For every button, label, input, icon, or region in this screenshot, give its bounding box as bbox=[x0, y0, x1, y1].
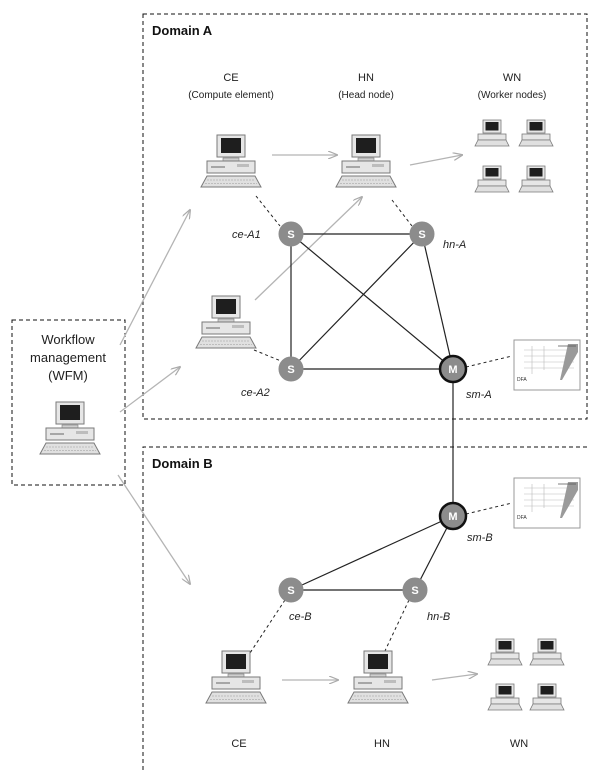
worker-a-1-computer-icon bbox=[474, 119, 510, 147]
link-ce-b-pc bbox=[249, 599, 286, 654]
node-ce-a1-label: ce-A1 bbox=[232, 229, 261, 241]
worker-b-1-computer-icon bbox=[487, 638, 523, 666]
edge-hn-a-ce-a2 bbox=[290, 233, 423, 370]
node-ce-a1 bbox=[278, 221, 304, 247]
hn-b-computer-icon bbox=[347, 650, 409, 704]
node-hn-b-symbol: S bbox=[411, 585, 418, 597]
ce-label-b: CE bbox=[231, 738, 246, 750]
link-ce-a1-pc bbox=[255, 195, 281, 227]
hn-label-b: HN bbox=[374, 738, 390, 750]
ce-sub-label-a: (Compute element) bbox=[188, 90, 274, 101]
node-sm-a bbox=[438, 354, 468, 384]
arrow-hn-to-wn-b bbox=[431, 674, 477, 681]
ce-a1-computer-icon bbox=[200, 134, 262, 188]
node-sm-b-label: sm-B bbox=[467, 532, 493, 544]
wn-label-a: WN bbox=[503, 72, 521, 84]
node-ce-a2-label: ce-A2 bbox=[241, 387, 270, 399]
ce-b-computer-icon bbox=[205, 650, 267, 704]
link-sm-b-dfa bbox=[465, 502, 513, 515]
wfm-computer-icon bbox=[39, 401, 101, 455]
dfa-label-b: DFA bbox=[517, 515, 527, 521]
link-sm-a-dfa bbox=[465, 355, 513, 368]
wn-sub-label-a: (Worker nodes) bbox=[478, 90, 547, 101]
dfa-label-a: DFA bbox=[517, 377, 527, 383]
node-ce-b bbox=[278, 577, 304, 603]
worker-b-3-computer-icon bbox=[487, 683, 523, 711]
node-sm-a-label: sm-A bbox=[466, 389, 492, 401]
edge-sm-b-ce-b bbox=[290, 515, 454, 591]
domain-b-title: Domain B bbox=[152, 456, 213, 471]
node-hn-b bbox=[402, 577, 428, 603]
worker-a-4-computer-icon bbox=[518, 165, 554, 193]
domain-a-title: Domain A bbox=[152, 23, 213, 38]
arrow-wfm-to-ce-a2 bbox=[119, 367, 180, 413]
node-sm-b bbox=[438, 501, 468, 531]
ce-a2-computer-icon bbox=[195, 295, 257, 349]
node-hn-b-label: hn-B bbox=[427, 611, 450, 623]
wfm-label-line2: management bbox=[30, 350, 106, 365]
worker-b-4-computer-icon bbox=[529, 683, 565, 711]
domain-b-box bbox=[142, 446, 587, 771]
link-hn-b-pc bbox=[383, 599, 410, 654]
hn-label-a: HN bbox=[358, 72, 374, 84]
node-ce-a1-symbol: S bbox=[287, 229, 294, 241]
wfm-label-line3: (WFM) bbox=[48, 368, 88, 383]
node-hn-a bbox=[409, 221, 435, 247]
node-ce-b-symbol: S bbox=[287, 585, 294, 597]
arrow-wfm-to-ce-b bbox=[117, 474, 190, 584]
worker-a-2-computer-icon bbox=[518, 119, 554, 147]
node-ce-a2 bbox=[278, 356, 304, 382]
domain-a-box bbox=[142, 13, 588, 420]
wfm-box bbox=[11, 319, 126, 486]
wfm-label-line1: Workflow bbox=[41, 332, 95, 347]
ce-label-a: CE bbox=[223, 72, 238, 84]
node-ce-a2-symbol: S bbox=[287, 364, 294, 376]
hn-sub-label-a: (Head node) bbox=[338, 90, 394, 101]
worker-a-3-computer-icon bbox=[474, 165, 510, 193]
arrow-hn-to-wn-a bbox=[409, 155, 462, 166]
edge-ce-a1-sm-a bbox=[290, 233, 454, 370]
arrow-wfm-to-ce-a1 bbox=[119, 210, 190, 346]
node-hn-a-label: hn-A bbox=[443, 239, 466, 251]
worker-b-2-computer-icon bbox=[529, 638, 565, 666]
hn-a-computer-icon bbox=[335, 134, 397, 188]
node-ce-b-label: ce-B bbox=[289, 611, 312, 623]
edge-hn-a-sm-a bbox=[421, 233, 454, 370]
wn-label-b: WN bbox=[510, 738, 528, 750]
node-hn-a-symbol: S bbox=[418, 229, 425, 241]
link-hn-a-pc bbox=[391, 199, 413, 227]
link-ce-a2-pc bbox=[253, 349, 282, 362]
node-sm-b-symbol: M bbox=[448, 511, 457, 523]
node-sm-a-symbol: M bbox=[448, 364, 457, 376]
